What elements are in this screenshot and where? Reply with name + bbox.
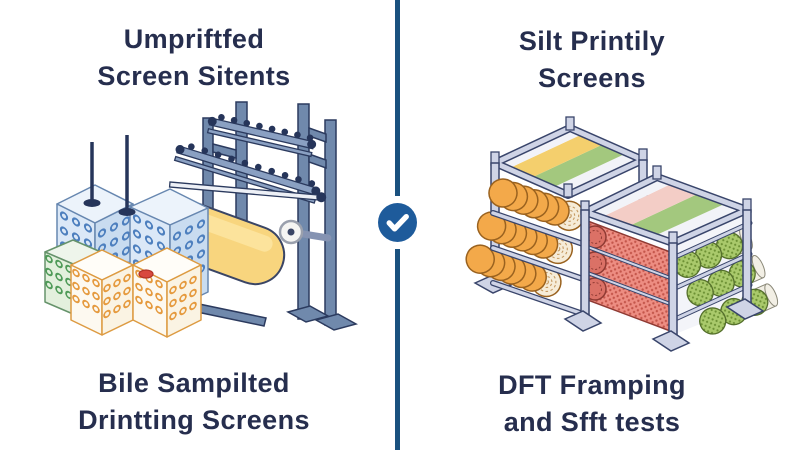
left-caption-line2: Drintting Screens (78, 405, 310, 435)
guide-rail (168, 181, 327, 203)
right-title: Silt Printily Screens (392, 23, 792, 97)
right-caption-line1: DFT Framping (498, 370, 686, 400)
right-caption: DFT Framping and Sfft tests (392, 367, 792, 441)
divider-line-bottom (395, 249, 400, 450)
right-caption-line2: and Sfft tests (503, 407, 681, 437)
left-caption-line1: Bile Sampilted (98, 368, 290, 398)
back-rack (462, 116, 648, 318)
unprinted-fabric-stand-illustration (44, 101, 358, 338)
left-title-line1: Umpriftfed (123, 24, 265, 54)
right-title-line1: Silt Printily (518, 26, 666, 56)
right-title-line2: Screens (538, 63, 646, 93)
left-title: Umpriftfed Screen Sitents (0, 21, 388, 95)
divider-line-top (395, 0, 400, 196)
front-rack (563, 165, 782, 352)
front-rack-rails (670, 220, 753, 323)
check-badge (378, 203, 417, 242)
left-caption: Bile Sampilted Drintting Screens (0, 365, 388, 439)
printed-fabric-racks-illustration (462, 116, 782, 352)
left-title-line2: Screen Sitents (97, 61, 291, 91)
checkmark-icon (386, 213, 409, 232)
roller-rail-top (206, 114, 317, 158)
red-marker (138, 269, 154, 279)
pins (83, 135, 136, 216)
orange-cube-left (70, 249, 134, 336)
back-rack-rails (490, 210, 589, 318)
